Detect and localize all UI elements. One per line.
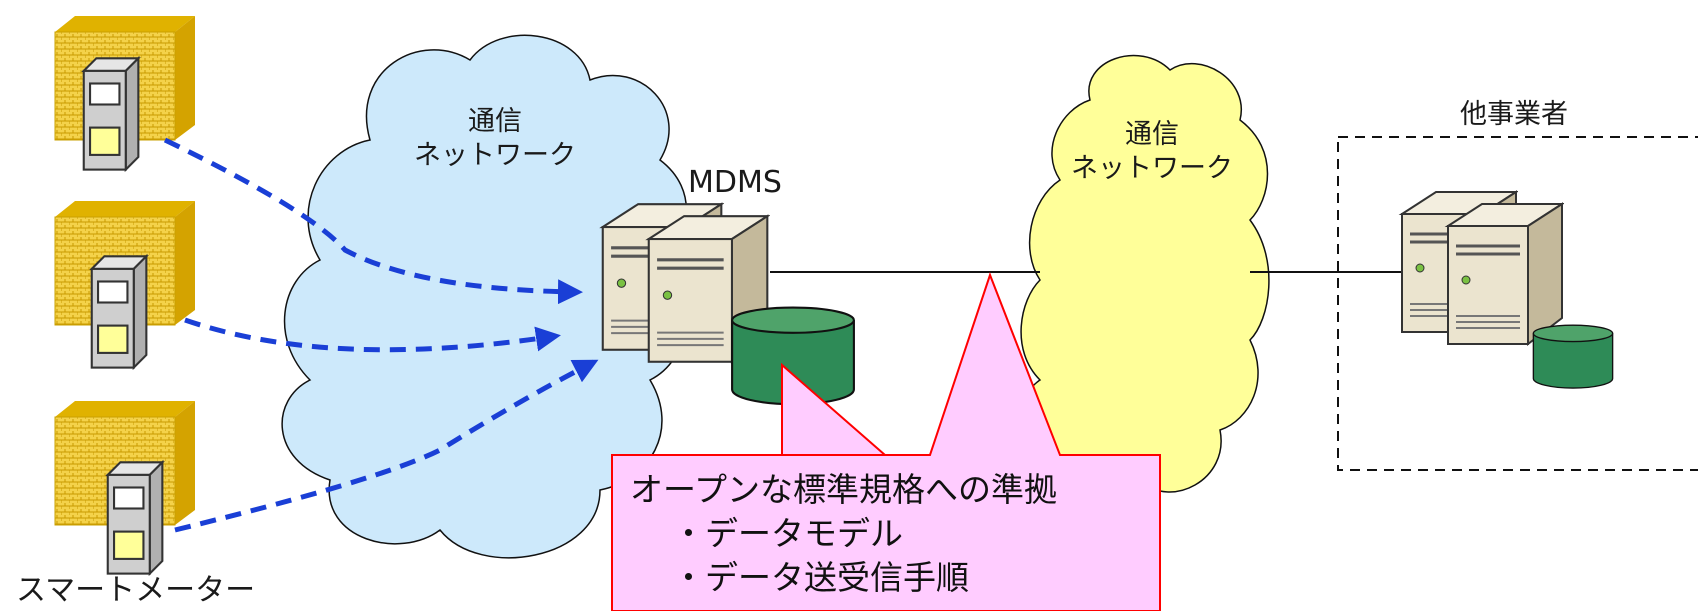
cloud-left-label: 通信 ネットワーク bbox=[395, 105, 595, 173]
callout-bullet-procedure: ・データ送受信手順 bbox=[672, 558, 969, 597]
meter-icon-1 bbox=[82, 57, 140, 171]
arrow-meter-2 bbox=[184, 317, 561, 353]
callout-title: オープンな標準規格への準拠 bbox=[630, 470, 1058, 509]
callout-balloon bbox=[611, 272, 1161, 611]
smart-meter-label: スマートメーター bbox=[16, 573, 256, 608]
cloud-right-line2: ネットワーク bbox=[1071, 153, 1233, 184]
other-operator-box bbox=[1337, 136, 1698, 471]
cloud-right-label: 通信 ネットワーク bbox=[1052, 118, 1252, 186]
callout-bullet-data-model: ・データモデル bbox=[672, 514, 903, 553]
operator-database-icon bbox=[1532, 324, 1614, 390]
mdms-label: MDMS bbox=[688, 165, 782, 200]
meter-icon-3 bbox=[106, 461, 164, 575]
cloud-left-line1: 通信 bbox=[468, 106, 522, 137]
other-operator-label: 他事業者 bbox=[1460, 99, 1568, 130]
operator-server-icon-front bbox=[1446, 202, 1564, 346]
cloud-right bbox=[1020, 54, 1270, 499]
arrow-meter-1 bbox=[163, 137, 583, 305]
meter-icon-2 bbox=[90, 255, 148, 369]
arrow-meter-3 bbox=[174, 359, 599, 533]
cloud-right-line1: 通信 bbox=[1125, 119, 1179, 150]
callout-text: オープンな標準規格への準拠 ・データモデル ・データ送受信手順 bbox=[630, 468, 1057, 600]
cloud-left-line2: ネットワーク bbox=[414, 140, 576, 171]
